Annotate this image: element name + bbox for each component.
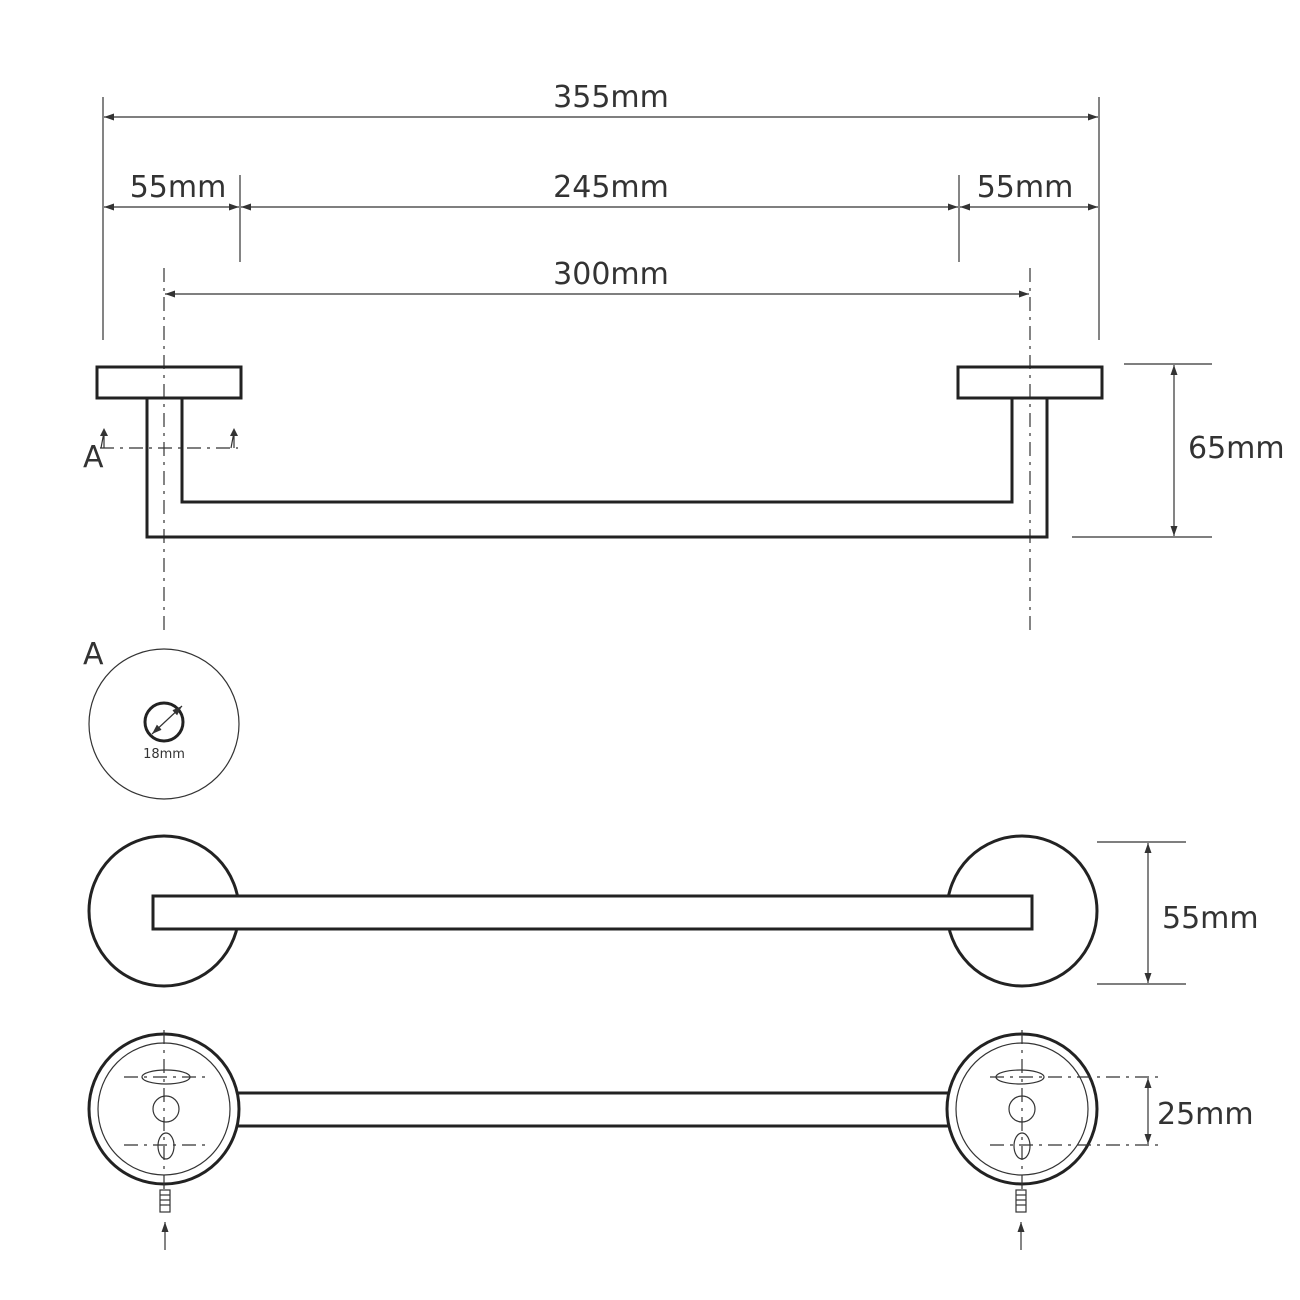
section-arrowhead-right — [230, 428, 238, 436]
set-screw-hole-right — [1008, 1095, 1036, 1123]
mounting-slot-vertical-right — [1013, 1132, 1031, 1160]
mounting-slot-horizontal-right — [995, 1069, 1045, 1085]
screw-icon-left — [159, 1189, 171, 1213]
side-view: A 65mm — [83, 363, 1285, 539]
rear-view: 25mm — [87, 1030, 1254, 1250]
tube-cross-section — [143, 701, 185, 743]
dimension-overall-width: 355mm — [553, 80, 669, 115]
bar-rear — [228, 1091, 957, 1128]
screw-icon-right — [1015, 1189, 1027, 1213]
front-view: 55mm — [87, 834, 1259, 988]
dimension-tube-diameter: 18mm — [143, 747, 185, 762]
set-screw-hole-left — [152, 1095, 180, 1123]
dimension-right-rose: 55mm — [977, 170, 1074, 205]
dimension-bar-span: 245mm — [553, 170, 669, 205]
section-view-label: A — [83, 637, 104, 672]
section-view-a: A 18mm — [83, 637, 240, 800]
mounting-slot-horizontal-left — [141, 1069, 191, 1085]
dimension-mounting-centers: 300mm — [553, 257, 669, 292]
mounting-slot-vertical-left — [157, 1132, 175, 1160]
bar-front — [151, 894, 1034, 931]
section-rose-outline — [88, 648, 240, 800]
section-arrowhead-left — [100, 428, 108, 436]
tube-diameter-line — [151, 705, 183, 735]
bar-profile — [145, 396, 1049, 539]
dimension-projection-depth: 65mm — [1188, 431, 1285, 466]
rear-rose-right — [945, 1030, 1164, 1250]
wall-plate-left — [95, 365, 243, 400]
dimension-rose-diameter: 55mm — [1162, 901, 1259, 936]
rear-rose-left — [87, 1030, 241, 1250]
dimension-left-rose: 55mm — [130, 170, 227, 205]
dimension-screw-spacing: 25mm — [1157, 1097, 1254, 1132]
section-marker-label: A — [83, 440, 104, 475]
dimension-chain-top: 355mm 55mm 245mm 55mm 300mm — [102, 80, 1100, 340]
